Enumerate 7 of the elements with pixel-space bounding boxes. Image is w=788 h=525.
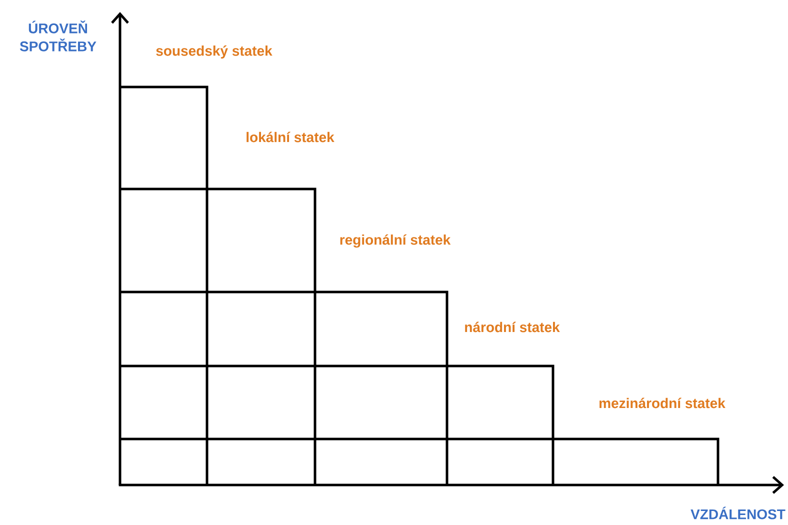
band-label: mezinárodní statek <box>600 398 726 408</box>
band-label: národní statek <box>465 322 560 332</box>
axis-label: ÚROVEŇ SPOTŘEBY <box>20 20 96 52</box>
band-label: sousedský statek <box>156 45 272 59</box>
axis-label: VZDÁLENOST <box>690 506 786 520</box>
band-label: regionální statek <box>340 234 451 248</box>
band-label: lokální statek <box>246 132 334 142</box>
